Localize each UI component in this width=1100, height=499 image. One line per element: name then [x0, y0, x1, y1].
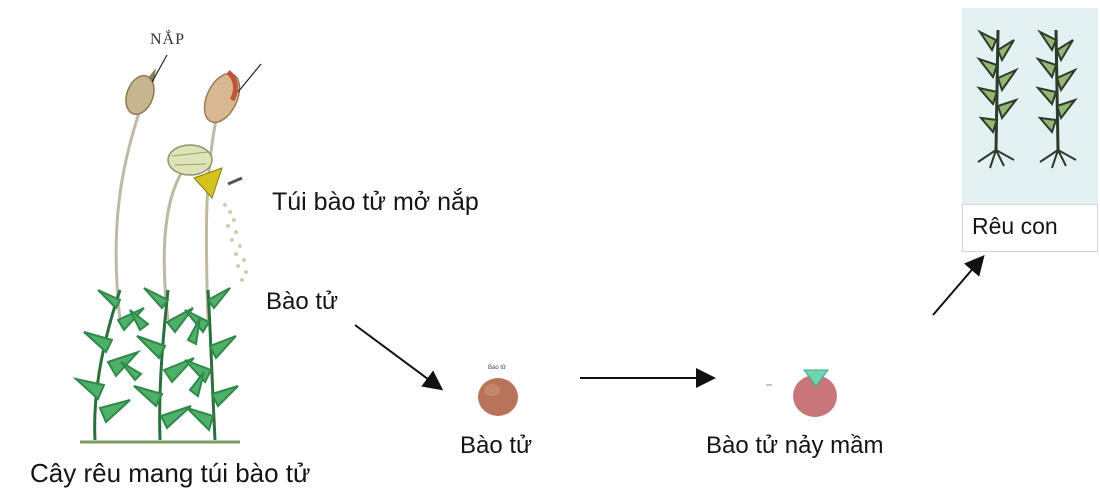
- moss-plant-illustration: [72, 68, 248, 444]
- label-spores-pointer: Bào tử: [266, 288, 339, 315]
- label-young-moss: Rêu con: [972, 213, 1058, 239]
- label-germinating-spore: Bào tử nảy mầm: [706, 432, 884, 459]
- arrow-to-young-moss: [932, 254, 985, 316]
- nap-pointer-line: [151, 54, 168, 83]
- label-spore: Bào tử: [460, 432, 533, 459]
- capsule-pointer-line: [237, 63, 262, 93]
- label-spore-tiny: Bào tử: [488, 365, 507, 371]
- young-moss-illustration: [962, 8, 1098, 204]
- young-moss-caption-box: [962, 204, 1098, 252]
- leafy-gametophyte: [72, 287, 239, 441]
- spore-illustration: [478, 378, 518, 416]
- falling-spores: [223, 203, 248, 282]
- label-moss-plant: Cây rêu mang túi bào tử: [30, 458, 311, 488]
- label-open-sporangium: Túi bào tử mở nắp: [272, 188, 479, 216]
- germinating-spore-illustration: [766, 369, 837, 417]
- ripening-capsule: [203, 70, 241, 124]
- closed-capsule: [125, 68, 156, 116]
- label-nap: NẮP: [150, 31, 186, 48]
- opened-capsule: [167, 144, 243, 199]
- arrow-to-spore: [354, 324, 444, 391]
